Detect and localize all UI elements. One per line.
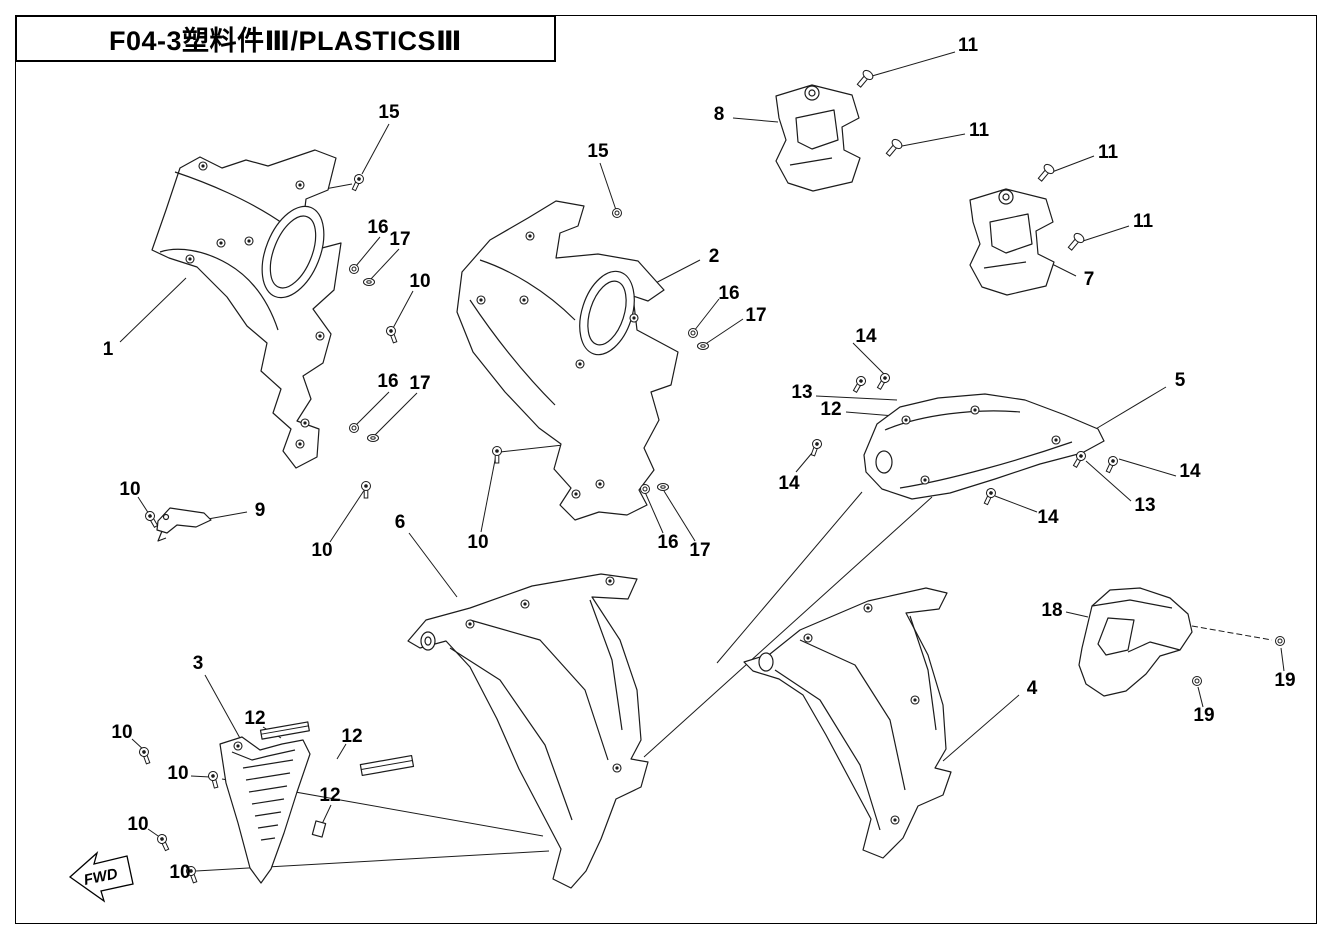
callout-16: 16 [718,283,740,304]
callout-10: 10 [169,862,191,883]
callout-12: 12 [319,785,341,806]
callout-12: 12 [820,399,842,420]
callout-1: 1 [102,339,114,360]
callout-14: 14 [1179,461,1201,482]
callout-10: 10 [127,814,149,835]
fwd-arrow: FWD [68,851,134,903]
clip-strip-icon [259,721,310,740]
part-2-drawing [456,200,679,521]
callout-11: 11 [1097,142,1119,163]
clip-icon [311,820,327,838]
callout-10: 10 [467,532,489,553]
callout-15: 15 [587,141,609,162]
callout-14: 14 [1037,507,1059,528]
fasteners [137,68,1285,885]
callout-9: 9 [254,500,266,521]
diagram-title-box: F04-3塑料件Ⅲ/PLASTICSⅢ [15,15,556,62]
diagram-border [15,15,1317,924]
callout-16: 16 [657,532,679,553]
callout-11: 11 [957,35,979,56]
callout-7: 7 [1083,269,1095,290]
part-7-drawing [969,188,1055,296]
callout-17: 17 [689,540,711,561]
callout-11: 11 [968,120,990,141]
part-4-drawing [743,587,952,859]
callout-17: 17 [745,305,767,326]
callout-10: 10 [409,271,431,292]
callout-17: 17 [389,229,411,250]
part-5-drawing [863,393,1105,500]
callout-17: 17 [409,373,431,394]
part-9-drawing [156,507,212,542]
callout-3: 3 [192,653,204,674]
callout-19: 19 [1274,670,1296,691]
clip-strip-icon [359,754,415,777]
diagram-title: F04-3塑料件Ⅲ/PLASTICSⅢ [108,26,463,56]
callout-12: 12 [341,726,363,747]
callout-15: 15 [378,102,400,123]
callout-13: 13 [1134,495,1156,516]
callout-10: 10 [167,763,189,784]
callout-10: 10 [111,722,133,743]
part-1-drawing [151,149,342,469]
part-18-drawing [1078,587,1193,697]
callout-19: 19 [1193,705,1215,726]
callout-12: 12 [244,708,266,729]
callout-13: 13 [791,382,813,403]
callout-10: 10 [119,479,141,500]
callout-14: 14 [855,326,877,347]
callout-14: 14 [778,473,800,494]
part-6-drawing [407,573,649,889]
callout-16: 16 [377,371,399,392]
callout-6: 6 [394,512,406,533]
fwd-label: FWD [82,865,119,889]
part-8-drawing [775,84,861,192]
callout-4: 4 [1026,678,1038,699]
callout-8: 8 [713,104,725,125]
callout-18: 18 [1041,600,1063,621]
callout-10: 10 [311,540,333,561]
callout-5: 5 [1174,370,1186,391]
callout-11: 11 [1132,211,1154,232]
callout-2: 2 [708,246,720,267]
callout-16: 16 [367,217,389,238]
part-3-drawing [219,736,311,884]
